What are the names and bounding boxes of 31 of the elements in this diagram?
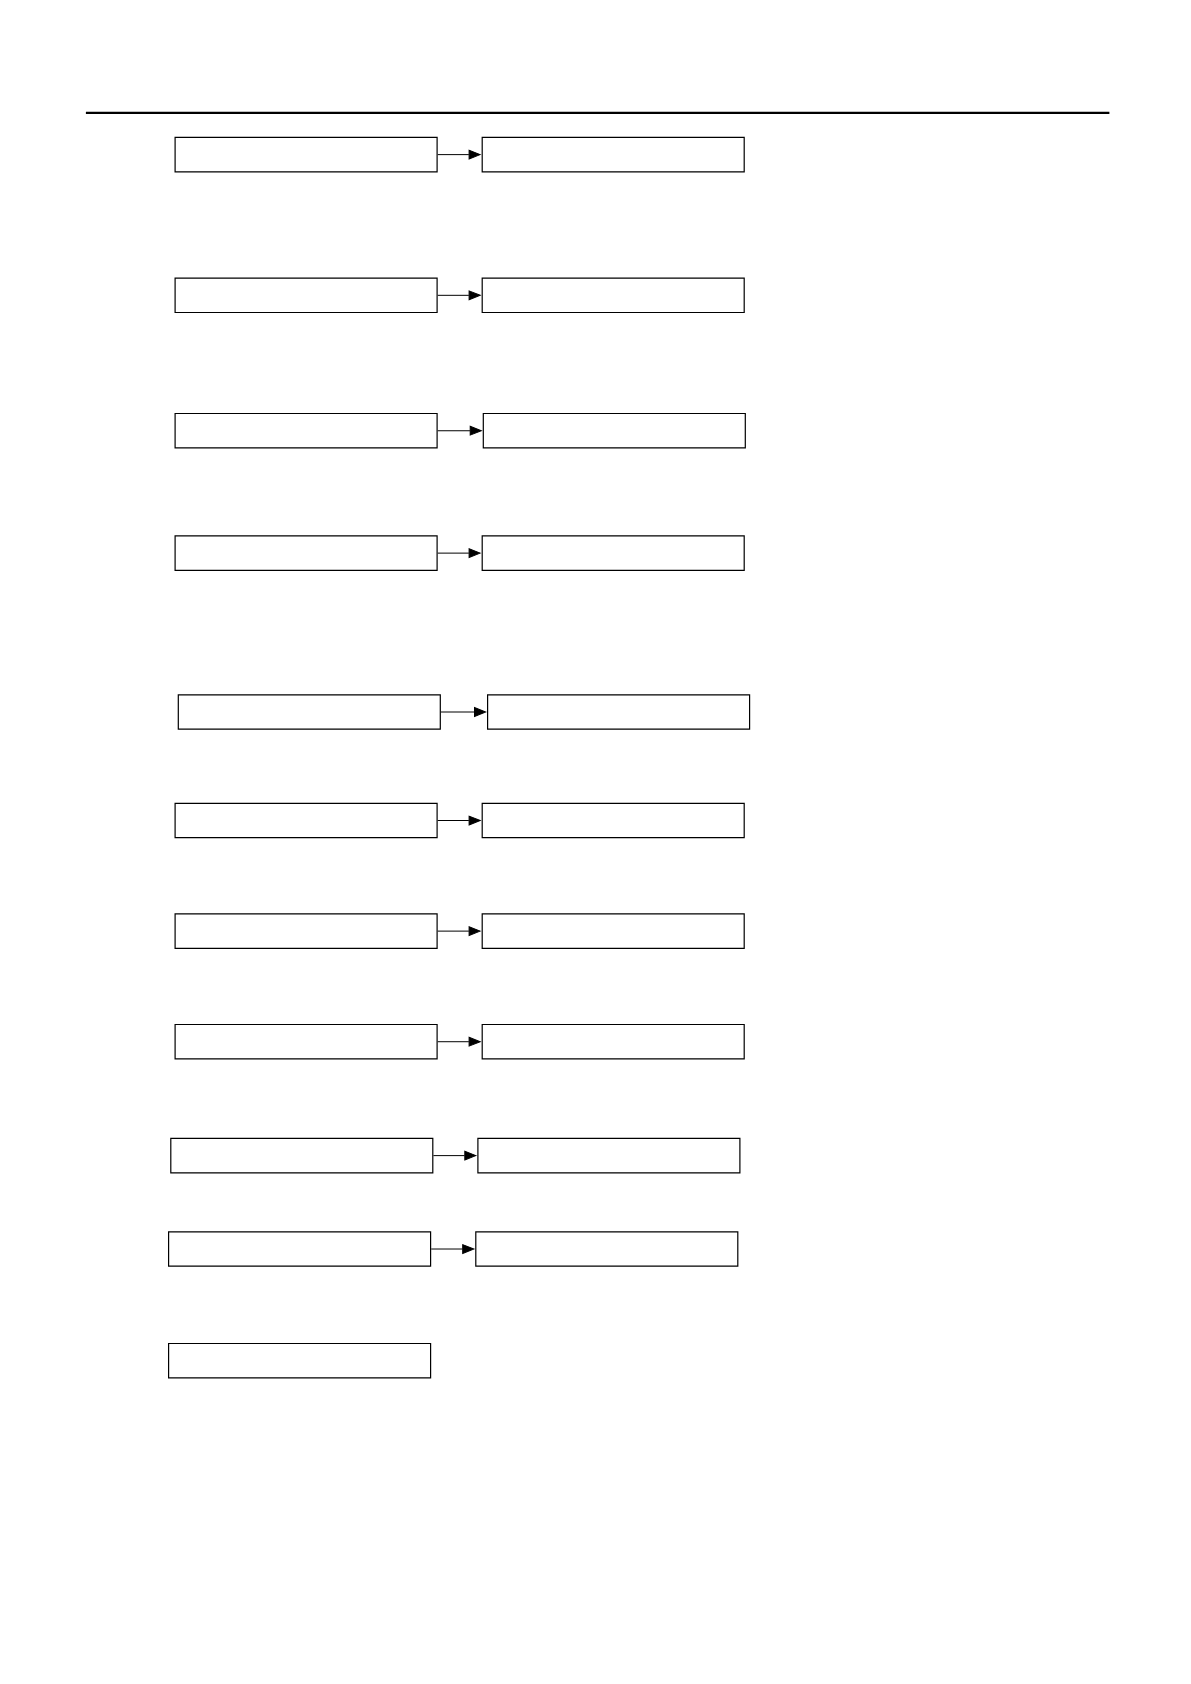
empty-box — [168, 1342, 432, 1379]
empty-box — [487, 694, 751, 730]
empty-box — [481, 802, 745, 839]
empty-box — [481, 277, 745, 314]
arrow — [437, 548, 481, 558]
empty-box — [174, 277, 438, 314]
empty-box — [174, 913, 438, 949]
empty-box — [481, 535, 745, 571]
empty-box — [477, 1137, 741, 1174]
empty-box — [481, 1023, 745, 1060]
arrow — [437, 926, 481, 936]
empty-box — [174, 1023, 438, 1060]
empty-box — [174, 802, 438, 839]
empty-box — [174, 412, 438, 449]
empty-box — [482, 412, 746, 449]
empty-box — [481, 913, 745, 949]
arrow — [437, 425, 482, 436]
arrow — [437, 1036, 481, 1047]
arrow — [432, 1150, 477, 1161]
arrow — [437, 815, 481, 826]
empty-box — [174, 535, 438, 571]
empty-box — [475, 1231, 739, 1267]
empty-box — [177, 694, 441, 730]
empty-box — [168, 1231, 432, 1267]
arrow — [437, 290, 481, 301]
empty-box — [481, 136, 745, 173]
empty-box — [170, 1137, 434, 1174]
empty-box — [174, 136, 438, 173]
arrow — [437, 149, 481, 160]
arrow — [440, 707, 487, 717]
arrow — [430, 1244, 475, 1254]
